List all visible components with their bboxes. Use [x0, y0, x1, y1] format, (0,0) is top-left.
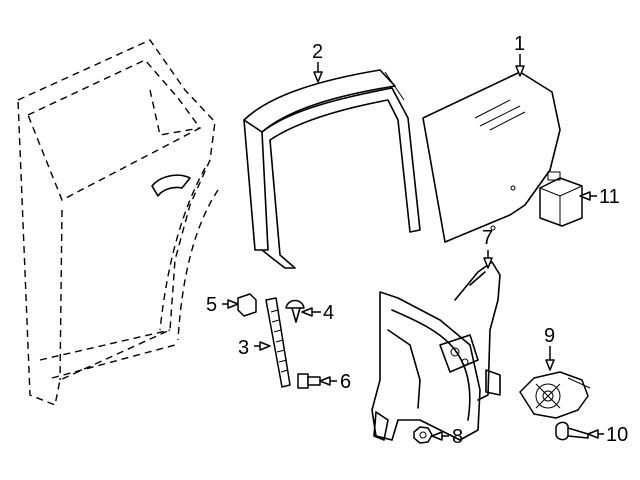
callout-6: 6 [340, 371, 351, 393]
callout-10: 10 [606, 424, 628, 446]
rear-door-outline [17, 39, 219, 406]
nut [413, 426, 433, 444]
window-motor [519, 371, 591, 419]
leader-lines [222, 54, 604, 441]
callout-9: 9 [544, 325, 555, 347]
callout-2: 2 [312, 41, 323, 63]
weatherstrip [265, 297, 291, 388]
door-glass [422, 71, 561, 243]
window-channel [243, 69, 421, 269]
callout-5: 5 [206, 294, 217, 316]
window-module [539, 171, 583, 227]
screw [555, 421, 589, 441]
callout-1: 1 [514, 33, 525, 55]
callout-7: 7 [482, 227, 493, 249]
callout-11: 11 [599, 186, 620, 208]
push-pin [285, 299, 305, 323]
callout-3: 3 [238, 337, 249, 359]
bolt [297, 373, 321, 389]
callout-4: 4 [323, 302, 334, 324]
clip [237, 293, 257, 317]
window-regulator [371, 261, 501, 441]
callout-8: 8 [452, 426, 463, 448]
